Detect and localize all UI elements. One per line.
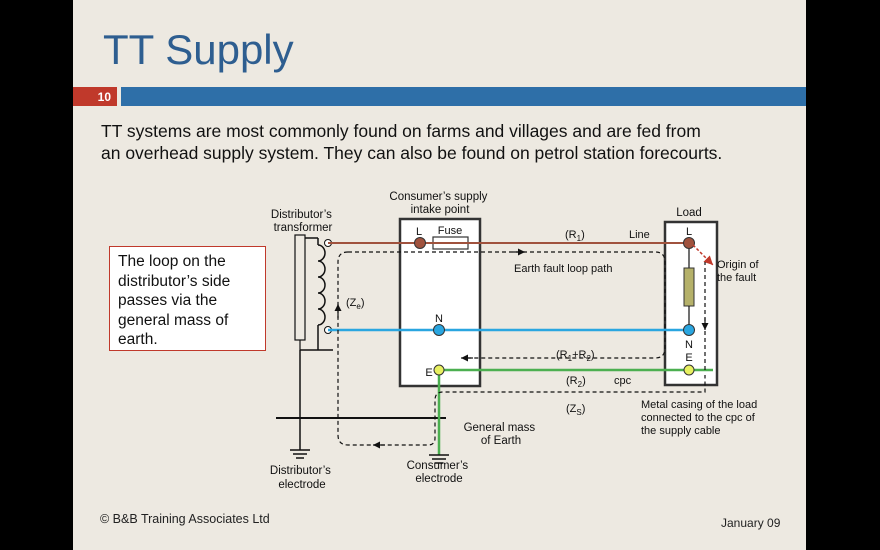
- distributor-electrode-label: Distributor’s electrode: [270, 465, 334, 491]
- tt-supply-diagram: Distributor’s transformer Consumer’s sup…: [270, 191, 762, 491]
- terminal-N-load: [683, 324, 695, 336]
- intake-label: Consumer’s supply intake point: [389, 191, 490, 216]
- intro-line-2: an overhead supply system. They can also…: [101, 143, 723, 163]
- title-underline-bar: [121, 87, 806, 106]
- r2-label: (R2): [566, 375, 586, 389]
- intro-text: TT systems are most commonly found on fa…: [101, 120, 791, 164]
- L-intake-label: L: [416, 226, 422, 238]
- slide: TT Supply 10 TT systems are most commonl…: [73, 0, 806, 550]
- terminal-N-intake: [433, 324, 445, 336]
- intro-line-1: TT systems are most commonly found on fa…: [101, 121, 701, 141]
- consumer-electrode-label: Consumer’s electrode: [407, 460, 472, 485]
- terminal-E-load: [683, 364, 695, 376]
- footer-date: January 09: [721, 516, 781, 530]
- metal-casing-label: Metal casing of the load connected to th…: [641, 399, 760, 437]
- load-resistor: [683, 267, 695, 307]
- earth-fault-path-label: Earth fault loop path: [514, 263, 612, 275]
- E-load-label: E: [685, 352, 692, 364]
- callout-box: The loop on the distributor’s side passe…: [109, 246, 266, 351]
- L-load-label: L: [686, 226, 692, 238]
- load-label: Load: [676, 207, 702, 219]
- earth-fault-loop-path: [337, 251, 706, 446]
- footer-copyright: © B&B Training Associates Ltd: [100, 512, 270, 526]
- ze-label: (Ze): [346, 297, 365, 311]
- N-intake-label: N: [435, 313, 443, 325]
- line-label: Line: [629, 229, 650, 241]
- terminal-L-intake: [414, 237, 426, 249]
- zs-label: (ZS): [566, 403, 585, 417]
- r1-label: (R1): [565, 229, 585, 243]
- E-intake-label: E: [425, 367, 432, 379]
- transformer-label: Distributor’s transformer: [271, 209, 335, 234]
- r1r2-label: (R1+R2): [556, 349, 595, 363]
- origin-of-fault-label: Origin of the fault: [717, 259, 762, 284]
- cpc-label: cpc: [614, 375, 632, 387]
- slide-number: 10: [73, 87, 117, 106]
- general-mass-label: General mass of Earth: [464, 422, 539, 447]
- transformer: [290, 234, 333, 459]
- terminal-E-intake: [433, 364, 445, 376]
- N-load-label: N: [685, 339, 693, 351]
- terminal-L-load: [683, 237, 695, 249]
- fuse-label: Fuse: [438, 225, 462, 237]
- slide-title: TT Supply: [103, 26, 294, 73]
